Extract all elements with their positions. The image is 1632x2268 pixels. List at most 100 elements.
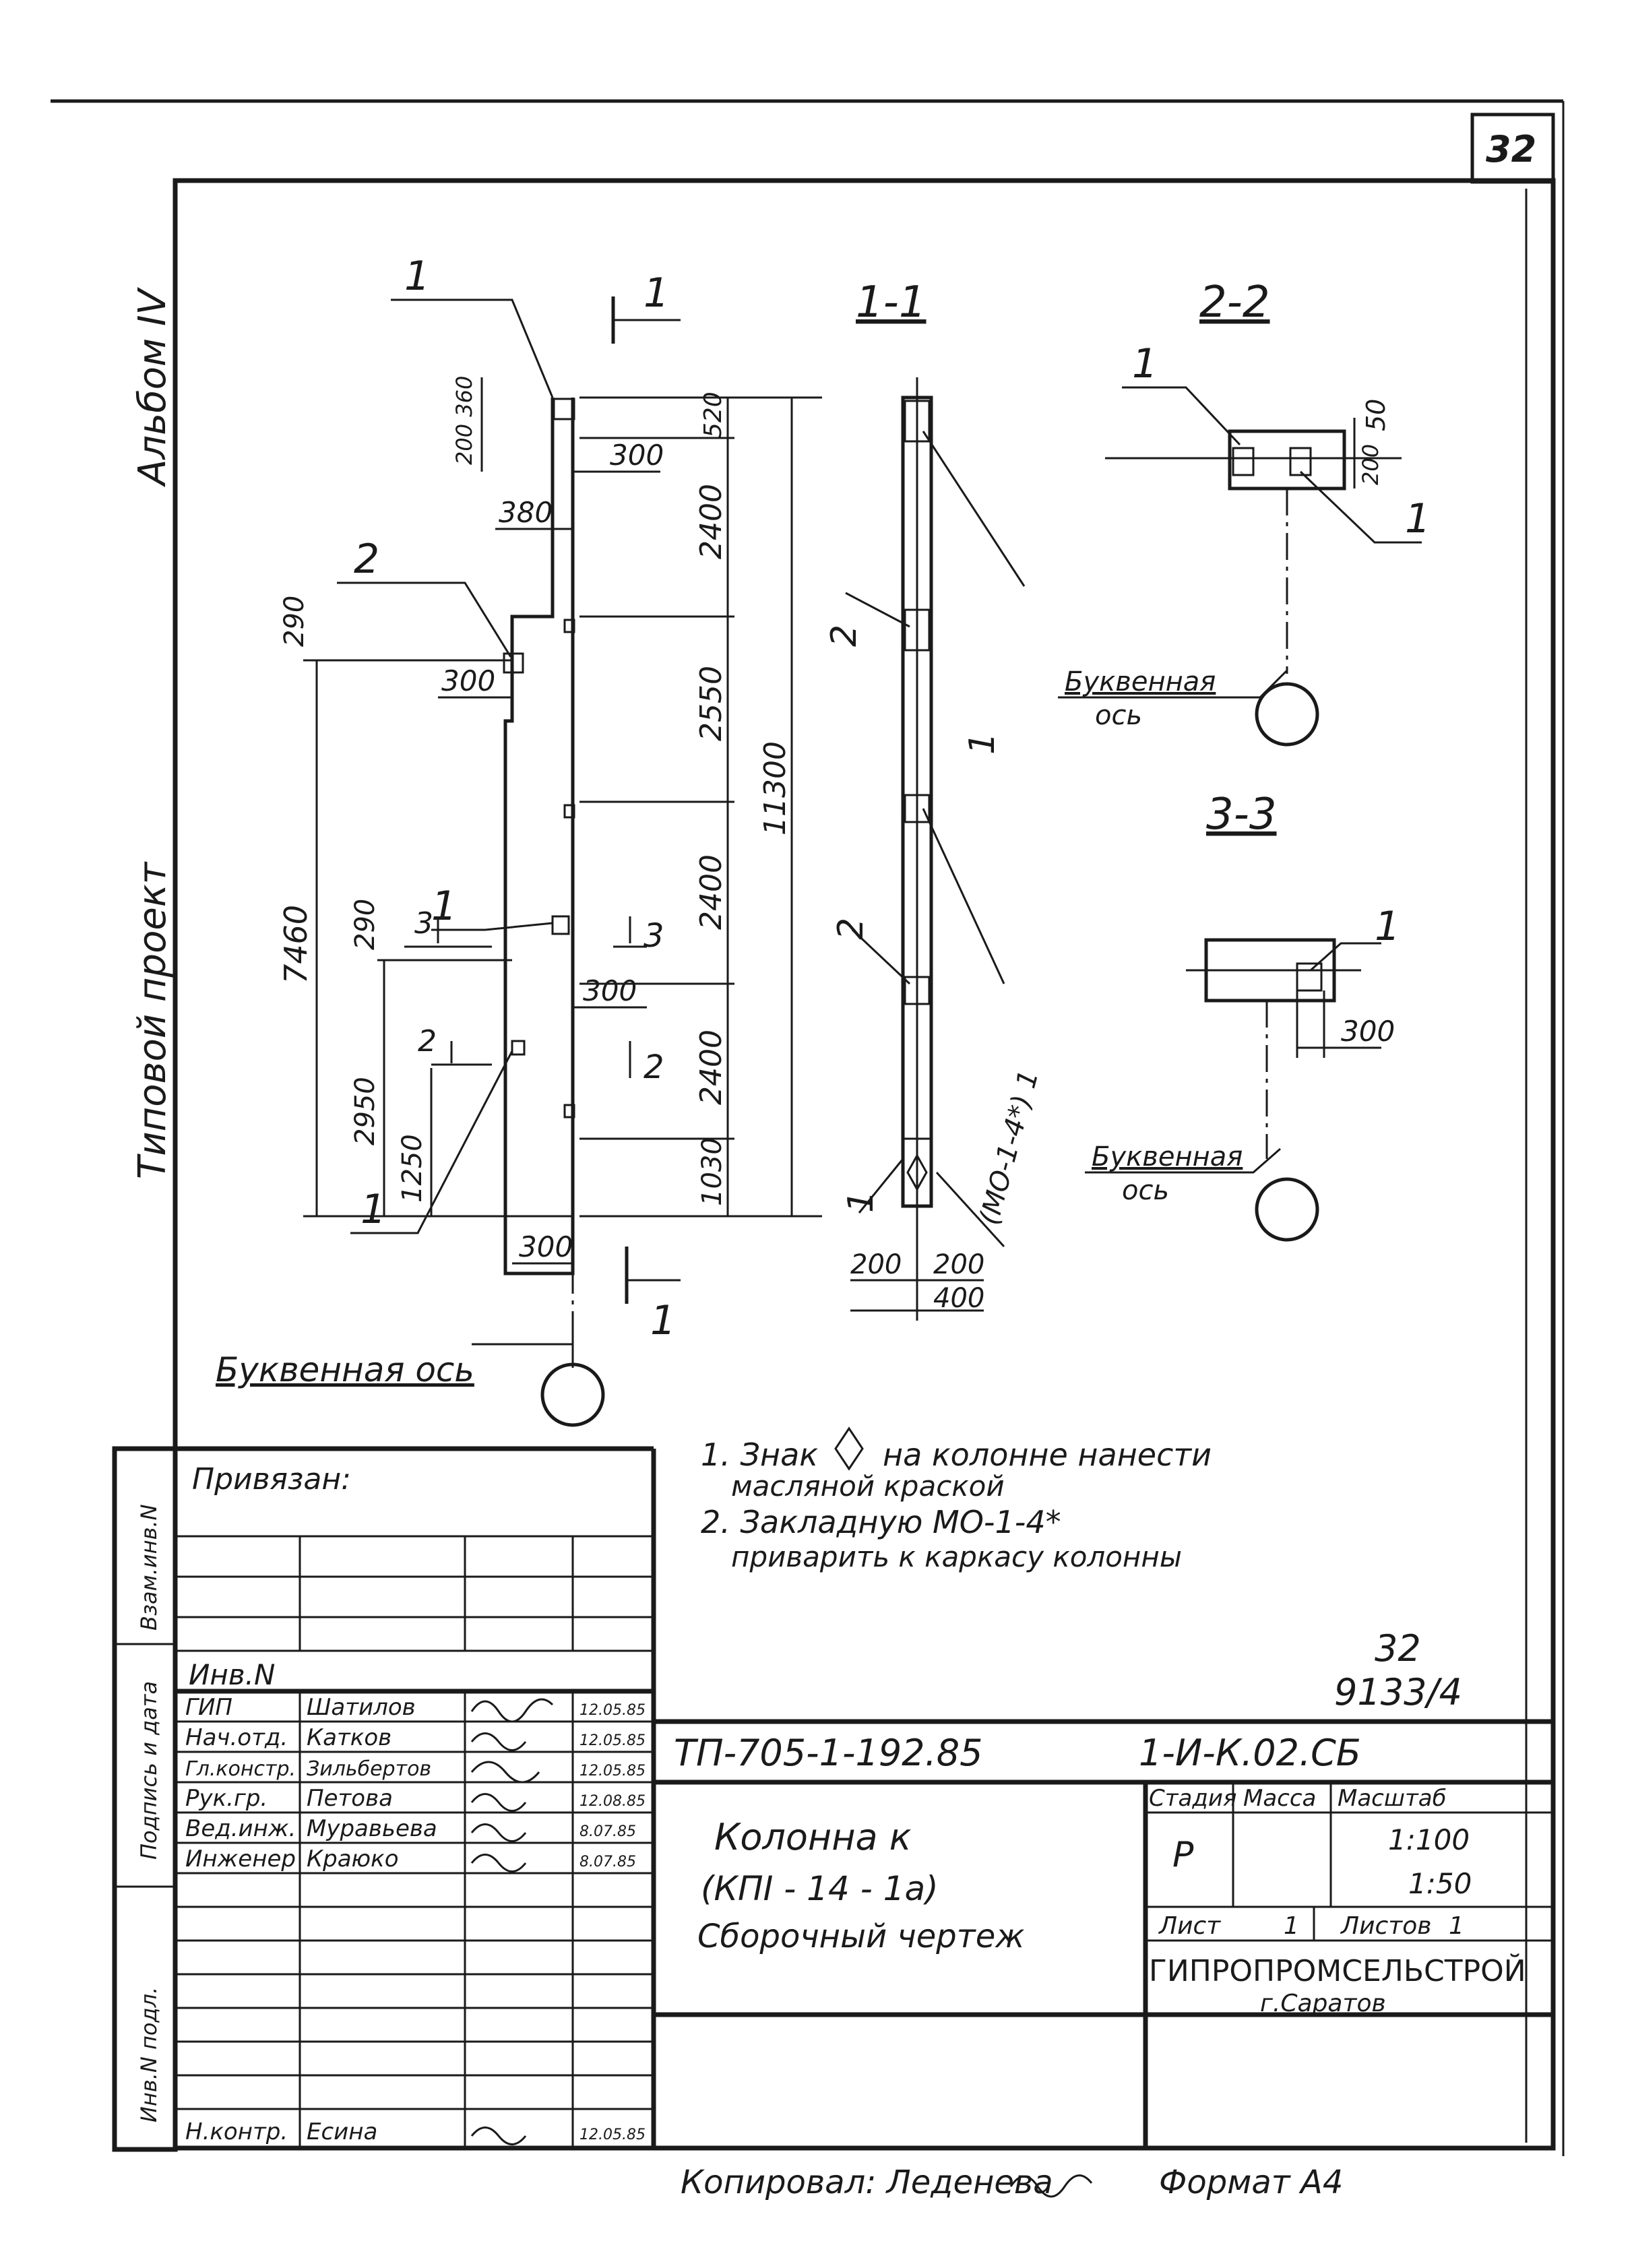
signature-3 xyxy=(470,1761,540,1784)
s22-axis-label: Буквенная xyxy=(1065,666,1216,697)
signature-1 xyxy=(470,1698,554,1723)
s11-leader-1a-label: 1 xyxy=(962,732,1003,755)
note-1b: на колонне нанести xyxy=(883,1437,1212,1473)
note-diamond-icon xyxy=(834,1426,864,1471)
leader-1-top xyxy=(391,298,554,398)
s22-leader-1b-label: 1 xyxy=(1405,495,1431,542)
s11-leader-1a xyxy=(922,431,1026,587)
name-7: Есина xyxy=(307,2118,377,2145)
date-2: 12.05.85 xyxy=(579,1732,646,1749)
s33-axis-bubble xyxy=(1255,1177,1319,1242)
s22-d200: 200 xyxy=(1358,444,1383,485)
s11-embed-2 xyxy=(904,608,931,652)
dim-1030: 1030 xyxy=(697,1137,728,1206)
section-3-3: 3-3 1 300 Буквенная ось xyxy=(1085,790,1400,1242)
binding-strip xyxy=(112,1446,178,2152)
s33-axis-label: Буквенная xyxy=(1092,1141,1243,1172)
dim-300-low: 300 xyxy=(583,974,637,1007)
side-label-1: Взам.инв.N xyxy=(136,1504,162,1631)
inv-label: Инв.N xyxy=(189,1658,275,1691)
dim-2400c: 2400 xyxy=(694,1030,728,1105)
bound-label: Привязан: xyxy=(192,1462,351,1497)
dim-2550: 2550 xyxy=(694,666,728,741)
s33-leader xyxy=(1310,942,1381,972)
dim-300-mid: 300 xyxy=(441,664,495,697)
s33-d300: 300 xyxy=(1341,1015,1395,1048)
footer-signature xyxy=(1009,2174,1093,2198)
cut-3-left-label: 3 xyxy=(414,906,433,941)
dim-200-360: 200 360 xyxy=(451,376,477,465)
dim-2400a: 2400 xyxy=(694,484,728,559)
dim-520: 520 xyxy=(699,391,727,438)
doc-code: ТП-705-1-192.85 xyxy=(674,1732,982,1774)
s22-leader-1a xyxy=(1122,386,1241,446)
signature-5 xyxy=(470,1823,527,1842)
s11-base xyxy=(902,1137,933,1207)
name-6: Краюко xyxy=(307,1846,399,1872)
name-2: Катков xyxy=(307,1724,391,1751)
embed-low-r xyxy=(563,1104,575,1119)
s22-leader-1a-label: 1 xyxy=(1132,340,1158,387)
leader-2-label: 2 xyxy=(354,536,379,583)
s11-leader-2b-label: 2 xyxy=(831,918,871,940)
role-2: Нач.отд. xyxy=(185,1724,288,1751)
s11-embed-low xyxy=(904,976,931,1005)
s11-d400: 400 xyxy=(933,1283,984,1314)
axis-bubble xyxy=(540,1362,605,1427)
s22-axis-label-b: ось xyxy=(1095,700,1142,731)
s22-axis-bubble xyxy=(1255,682,1319,747)
date-5: 8.07.85 xyxy=(579,1823,636,1840)
date-6: 8.07.85 xyxy=(579,1854,636,1870)
signature-7 xyxy=(470,2127,527,2145)
cut-1-top-label: 1 xyxy=(644,270,669,317)
s22-leader-1b xyxy=(1299,470,1422,544)
s11-leader-1b-label: 1 xyxy=(841,1191,881,1213)
s22-embed-right xyxy=(1289,447,1312,476)
s22-body xyxy=(1228,429,1346,491)
scale-2: 1:50 xyxy=(1408,1867,1472,1900)
embed-2 xyxy=(503,652,524,674)
s11-leader-2a xyxy=(845,592,910,628)
scale-1: 1:100 xyxy=(1388,1823,1470,1856)
s11-leader-2a-label: 2 xyxy=(824,625,865,647)
elevation-view: 1 2 1 1 1 1 3 3 2 2 7460 290 2950 xyxy=(216,253,822,1427)
s11-embed-top xyxy=(904,400,931,443)
signature-6 xyxy=(470,1854,527,1872)
s33-leader-label: 1 xyxy=(1375,903,1400,950)
dim-1250: 1250 xyxy=(397,1134,428,1203)
sheets-val: 1 xyxy=(1449,1912,1464,1940)
dim-380: 380 xyxy=(499,496,553,529)
sheet-lbl: Лист xyxy=(1158,1912,1221,1940)
s33-axis-leader xyxy=(1085,1147,1281,1174)
title-2: (КПI - 14 - 1а) xyxy=(701,1869,939,1908)
cut-2-left-label: 2 xyxy=(418,1024,437,1059)
role-3: Гл.констр. xyxy=(185,1757,296,1781)
dim-7460: 7460 xyxy=(278,905,314,984)
dim-11300: 11300 xyxy=(758,741,792,836)
embed-1-mid xyxy=(551,915,570,935)
side-label-3: Инв.N подл. xyxy=(136,1987,162,2122)
note-1: 1. Знак xyxy=(701,1437,818,1473)
s11-embed-mid xyxy=(904,794,931,823)
s11-leader-1b xyxy=(922,808,1005,984)
col-scale: Масштаб xyxy=(1338,1785,1447,1812)
dim-300-base: 300 xyxy=(519,1230,573,1263)
section-3-3-title: 3-3 xyxy=(1206,790,1277,840)
leader-1-low-label: 1 xyxy=(360,1186,386,1233)
date-7: 12.05.85 xyxy=(579,2127,646,2143)
title-block: Взам.инв.N Подпись и дата Инв.N подл. Пр… xyxy=(112,1446,1553,2152)
s33-embed xyxy=(1296,962,1323,992)
section-1-1-title: 1-1 xyxy=(856,278,927,327)
footer-copied: Копировал: Леденева xyxy=(681,2164,1053,2201)
role-4: Рук.гр. xyxy=(185,1785,268,1812)
role-6: Инженер xyxy=(185,1846,296,1872)
role-5: Вед.инж. xyxy=(185,1815,296,1842)
date-4: 12.08.85 xyxy=(579,1793,646,1810)
album-label: Альбом IV xyxy=(131,287,175,487)
sheet-val: 1 xyxy=(1284,1912,1299,1940)
s11-d200a: 200 xyxy=(850,1249,902,1280)
org-name: ГИПРОПРОМСЕЛЬСТРОЙ xyxy=(1149,1953,1526,1988)
name-1: Шатилов xyxy=(307,1694,416,1721)
s11-leader-embed xyxy=(935,1171,1005,1248)
embed-1-low xyxy=(511,1040,526,1056)
